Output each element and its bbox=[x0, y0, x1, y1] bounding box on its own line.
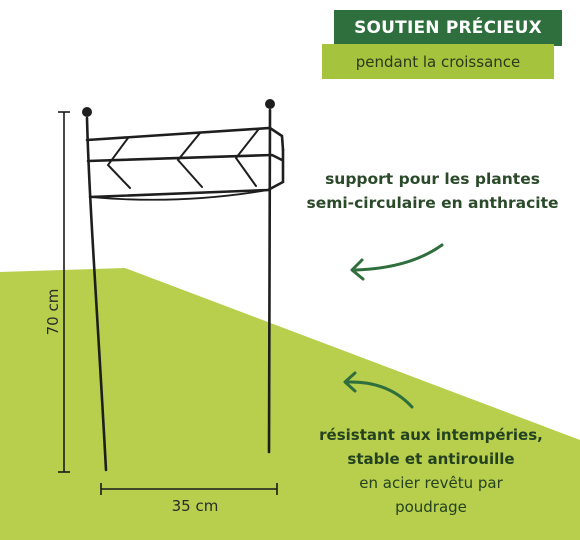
height-dimension-line bbox=[58, 111, 70, 473]
support-bottom-rail bbox=[88, 148, 285, 199]
plant-support-product bbox=[85, 108, 285, 472]
support-top-rail bbox=[85, 126, 285, 152]
width-dimension-label: 35 cm bbox=[171, 497, 219, 515]
height-dimension-label: 70 cm bbox=[44, 288, 62, 336]
resistance-line-1: résistant aux intempéries, bbox=[319, 426, 543, 444]
headline-text: SOUTIEN PRÉCIEUX bbox=[354, 18, 542, 38]
support-chevron-3 bbox=[234, 129, 259, 187]
coating-line-2: poudrage bbox=[395, 498, 467, 516]
resistance-callout: résistant aux intempéries, stable et ant… bbox=[300, 423, 562, 519]
coating-line-1: en acier revêtu par bbox=[359, 474, 503, 492]
subheadline-badge: pendant la croissance bbox=[322, 44, 554, 79]
support-leg-left bbox=[85, 116, 108, 472]
subheadline-text: pendant la croissance bbox=[355, 52, 521, 71]
resistance-line-2: stable et antirouille bbox=[347, 450, 515, 468]
ground-slope bbox=[0, 268, 580, 540]
support-leg-right bbox=[267, 108, 272, 454]
finial-right bbox=[265, 99, 275, 109]
finial-left bbox=[82, 107, 92, 117]
curved-arrow-icon bbox=[350, 243, 444, 281]
width-dimension-line bbox=[100, 483, 278, 495]
curved-arrow-icon bbox=[343, 371, 414, 409]
support-chevron-2 bbox=[176, 132, 203, 188]
support-callout: support pour les plantes semi-circulaire… bbox=[306, 170, 559, 212]
headline-badge: SOUTIEN PRÉCIEUX bbox=[334, 10, 562, 46]
support-middle-rail bbox=[86, 153, 284, 163]
support-chevron-1 bbox=[106, 137, 131, 189]
